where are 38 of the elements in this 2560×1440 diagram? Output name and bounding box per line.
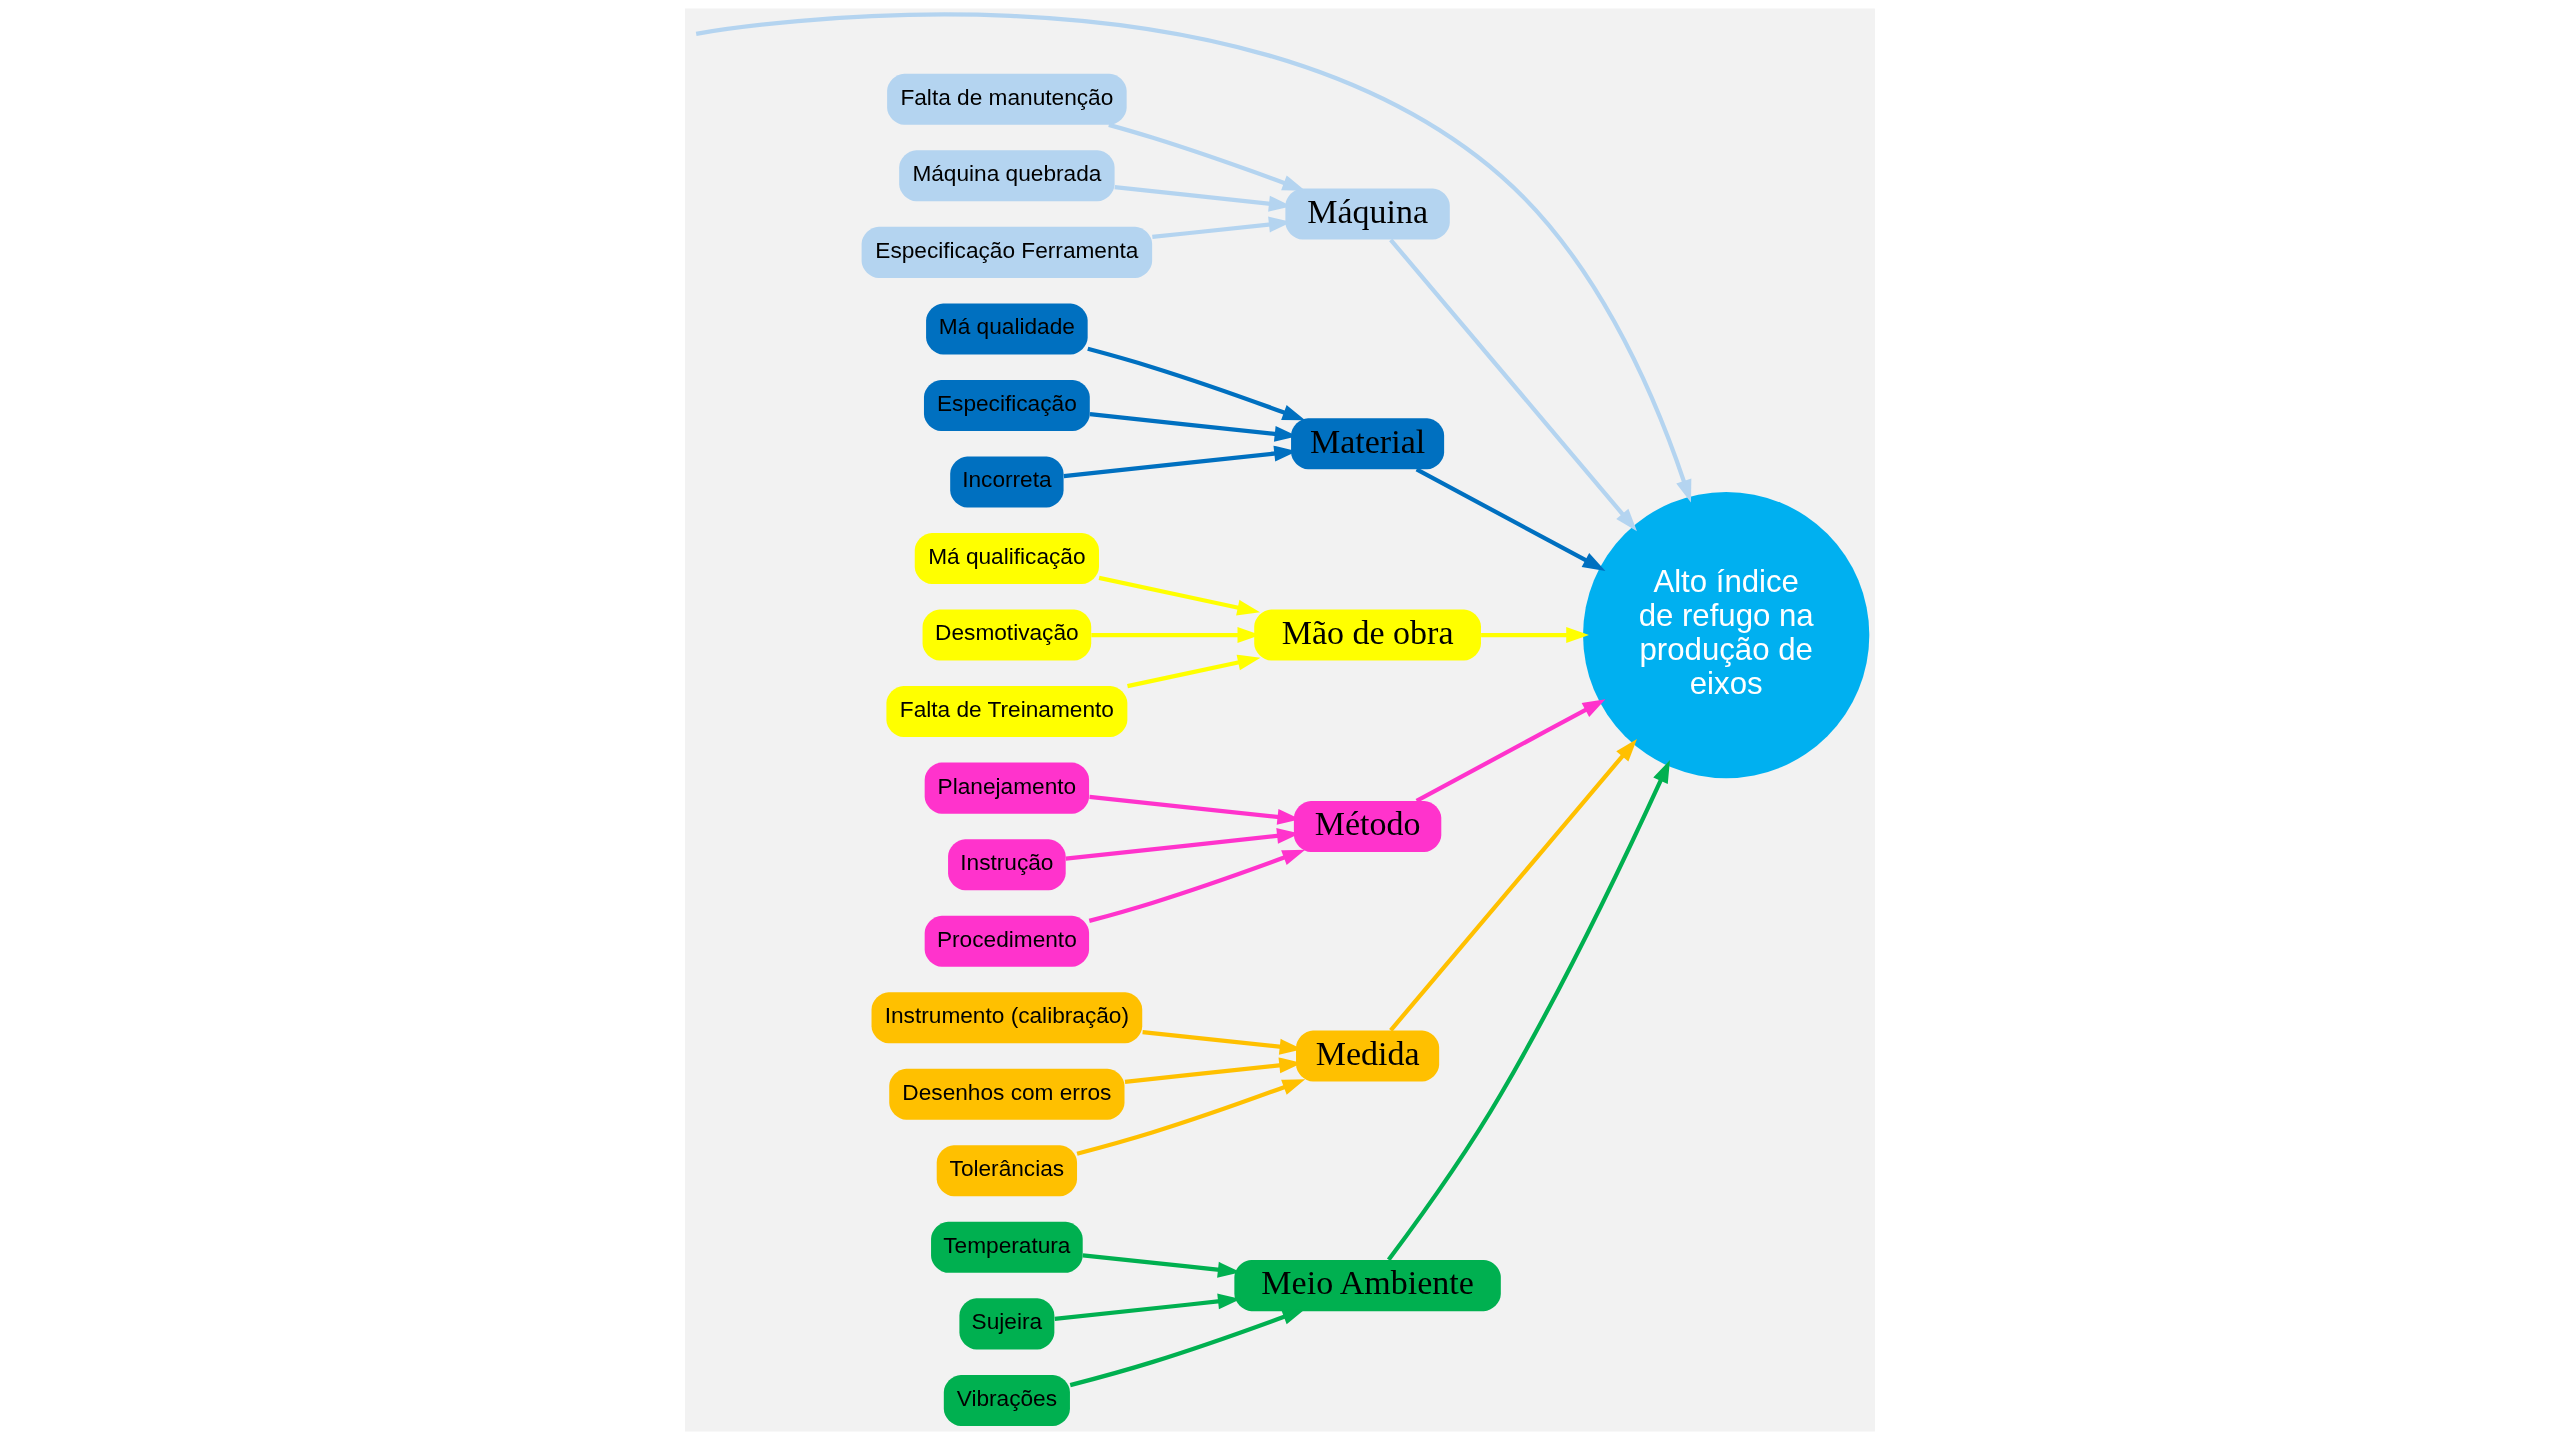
arrow — [1389, 738, 1637, 1032]
arrow — [1076, 1079, 1306, 1156]
node-box: Planejamento — [924, 762, 1090, 814]
node-box: Tolerâncias — [936, 1145, 1078, 1197]
node-box: Desmotivação — [922, 609, 1092, 661]
node-box: Mão de obra — [1254, 609, 1481, 661]
arrow — [1098, 575, 1260, 616]
node-box: Especificação — [923, 379, 1090, 431]
arrow — [1069, 1308, 1306, 1388]
node-box: Instrução — [948, 839, 1066, 891]
node-box: Sujeira — [959, 1298, 1055, 1350]
node-box: Incorreta — [950, 456, 1064, 508]
node-box: Método — [1293, 800, 1442, 852]
arrow — [1127, 654, 1261, 689]
node-box: Má qualificação — [914, 533, 1099, 585]
arrow — [1481, 627, 1589, 643]
node-box: Instrumento (calibração) — [871, 992, 1143, 1044]
node-box: Medida — [1296, 1030, 1440, 1082]
node-box: Vibrações — [943, 1374, 1070, 1426]
node-box: Material — [1291, 418, 1445, 470]
node-box: Procedimento — [924, 915, 1090, 967]
arrow — [1389, 238, 1637, 532]
arrow — [1415, 467, 1606, 571]
node-box: Máquina — [1285, 188, 1450, 240]
node-box: Especificação Ferramenta — [861, 226, 1153, 278]
node-box: Meio Ambiente — [1234, 1260, 1501, 1312]
node-box: Desenhos com erros — [889, 1068, 1125, 1120]
node-box: Máquina quebrada — [899, 150, 1115, 202]
arrow — [695, 12, 1692, 503]
arrow — [1087, 346, 1306, 421]
arrow — [1088, 849, 1306, 923]
node-box: Má qualidade — [926, 303, 1088, 355]
node-box: Falta de manutenção — [887, 73, 1127, 125]
arrow — [1108, 122, 1306, 191]
node-box: Falta de Treinamento — [886, 686, 1128, 738]
node-box: Temperatura — [931, 1221, 1083, 1273]
arrow — [1415, 699, 1606, 803]
arrow — [1386, 760, 1670, 1262]
